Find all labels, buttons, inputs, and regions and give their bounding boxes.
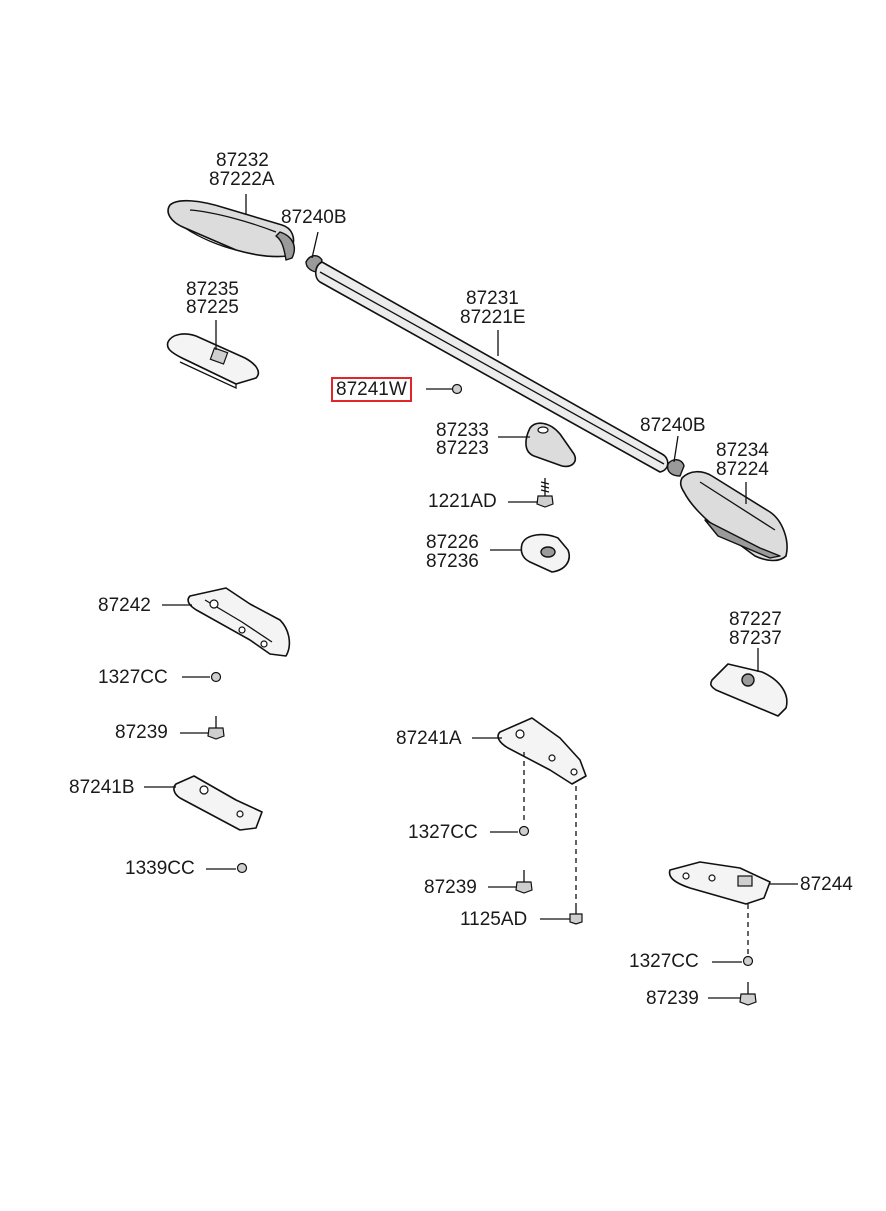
nut-87241W[interactable]: [451, 383, 463, 395]
bolt-87239-mid[interactable]: [515, 870, 533, 894]
label-87241W-highlighted[interactable]: 87241W: [331, 377, 412, 402]
label-87240B-top: 87240B: [281, 207, 347, 228]
bolt-87239-left[interactable]: [207, 716, 225, 740]
label-87239-right: 87239: [646, 988, 699, 1009]
label-1327CC-left: 1327CC: [98, 667, 168, 688]
bolt-87239-right[interactable]: [739, 982, 757, 1006]
nut-1327CC-mid[interactable]: [518, 825, 530, 837]
label-87222A: 87222A: [209, 169, 275, 190]
label-1327CC-mid: 1327CC: [408, 822, 478, 843]
pad-rear[interactable]: [710, 663, 788, 717]
label-87231: 87231: [466, 288, 519, 309]
bracket-87242[interactable]: [187, 587, 291, 657]
bolt-1125AD[interactable]: [569, 906, 583, 925]
bracket-87241B[interactable]: [173, 775, 263, 831]
middle-cover[interactable]: [525, 422, 577, 468]
bracket-87244[interactable]: [668, 861, 771, 905]
label-87227: 87227: [729, 609, 782, 630]
label-87221E: 87221E: [460, 307, 526, 328]
bracket-87241A[interactable]: [497, 717, 587, 785]
label-87234: 87234: [716, 440, 769, 461]
foot-pad-front[interactable]: [166, 333, 260, 390]
label-87240B-right: 87240B: [640, 415, 706, 436]
label-87226: 87226: [426, 532, 479, 553]
label-1327CC-right: 1327CC: [629, 951, 699, 972]
label-87239-left: 87239: [115, 722, 168, 743]
label-87225: 87225: [186, 297, 239, 318]
nut-1327CC-right[interactable]: [742, 955, 754, 967]
front-end-cap[interactable]: [167, 199, 296, 261]
spacer-right[interactable]: [666, 459, 685, 477]
label-87244: 87244: [800, 874, 853, 895]
label-87241B: 87241B: [69, 777, 135, 798]
nut-1339CC[interactable]: [236, 862, 248, 874]
label-87233: 87233: [436, 420, 489, 441]
label-87242: 87242: [98, 595, 151, 616]
rear-end-cap[interactable]: [679, 470, 788, 562]
label-87236: 87236: [426, 551, 479, 572]
label-87237: 87237: [729, 628, 782, 649]
label-87232: 87232: [216, 150, 269, 171]
label-87239-mid: 87239: [424, 877, 477, 898]
pad-middle[interactable]: [520, 533, 570, 573]
screw-1221AD[interactable]: [536, 478, 554, 508]
label-1221AD: 1221AD: [428, 491, 497, 512]
label-1125AD: 1125AD: [460, 909, 528, 930]
roof-rail-bar[interactable]: [314, 261, 669, 473]
label-1339CC: 1339CC: [125, 858, 195, 879]
label-87235: 87235: [186, 279, 239, 300]
nut-1327CC-left[interactable]: [210, 671, 222, 683]
leader-lines: [144, 194, 798, 999]
label-87223: 87223: [436, 438, 489, 459]
label-87241A: 87241A: [396, 728, 462, 749]
label-87224: 87224: [716, 459, 769, 480]
